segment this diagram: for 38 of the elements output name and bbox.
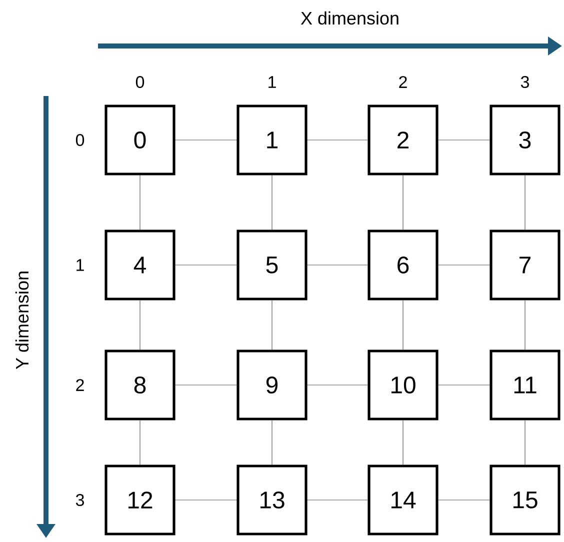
node-box: 13 [236,464,308,536]
node-box: 0 [104,104,176,176]
link-line [175,384,237,386]
row-index: 1 [76,259,84,271]
link-line [307,384,368,386]
node-box: 1 [236,104,308,176]
node-box: 7 [490,230,560,300]
node-box: 11 [490,350,560,420]
node-box: 5 [236,230,308,300]
link-line [402,300,404,350]
row-index: 3 [76,494,84,506]
link-line [307,264,368,266]
node-box: 6 [368,230,438,300]
axis-label: X dimension [300,11,398,25]
row-index: 0 [76,134,84,146]
link-line [524,300,526,350]
link-line [402,420,404,465]
column-index: 1 [268,76,276,88]
link-line [524,175,526,230]
node-box: 2 [368,104,438,176]
column-index: 2 [399,76,407,88]
node-box: 9 [236,350,308,420]
node-box: 15 [490,464,560,536]
node-box: 10 [368,350,438,420]
link-line [438,264,490,266]
axis-label: Y dimension [15,272,29,370]
node-box: 12 [104,464,176,536]
node-box: 3 [490,104,560,176]
column-index: 3 [520,76,529,88]
row-index: 2 [76,379,84,391]
link-line [438,384,490,386]
column-index: 0 [136,76,144,88]
node-box: 4 [104,230,176,300]
link-line [175,264,237,266]
link-line [524,420,526,465]
node-box: 14 [368,464,438,536]
node-box: 8 [104,350,176,420]
link-line [402,175,404,230]
